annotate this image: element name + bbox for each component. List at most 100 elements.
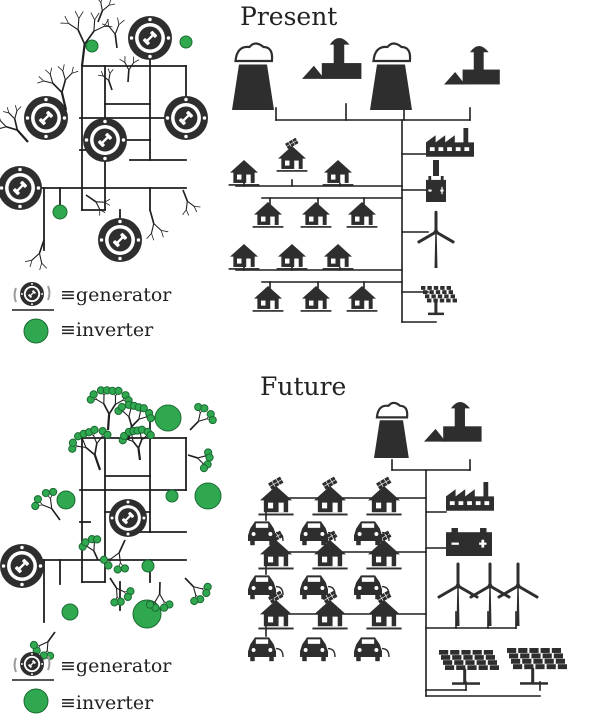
home-with-solar-icon — [366, 590, 402, 630]
small-inverter-icon — [93, 535, 102, 544]
small-inverter-icon — [90, 425, 99, 434]
nuclear-plant-icon — [374, 401, 409, 458]
wind-turbine-icon — [417, 210, 455, 268]
inverter-icon — [194, 482, 222, 510]
home-icon — [322, 244, 354, 270]
present-grid-wiring — [235, 103, 471, 323]
electric-car-icon — [300, 521, 336, 546]
load-branch — [146, 209, 169, 241]
small-inverter-icon — [81, 538, 90, 547]
home-with-solar-icon — [276, 137, 308, 172]
battery-terminal — [433, 160, 439, 176]
load-branch — [119, 56, 140, 83]
load-branch — [97, 0, 116, 23]
inverter-icon — [165, 489, 179, 503]
electric-car-icon — [354, 637, 390, 662]
small-inverter-icon — [31, 501, 40, 511]
nuclear-plant-icon — [232, 42, 274, 110]
electric-car-icon — [248, 637, 284, 662]
home-icon — [346, 202, 378, 228]
load-branch — [101, 17, 125, 49]
home-icon — [276, 244, 308, 270]
rotation-arrow-icon — [13, 657, 17, 673]
small-inverter-icon — [200, 404, 209, 413]
load-branch-with-inverters — [33, 631, 56, 657]
small-inverter-icon — [199, 464, 209, 473]
small-inverter-icon — [114, 386, 123, 395]
inverter-icon — [23, 318, 49, 344]
factory-icon — [426, 128, 474, 157]
load-branch — [37, 64, 79, 111]
inverter-icon — [23, 688, 49, 714]
generator-icon — [128, 16, 172, 60]
small-inverter-icon — [99, 555, 109, 564]
load-branch — [182, 189, 201, 216]
generator-icon — [98, 218, 142, 262]
electric-car-icon — [248, 521, 284, 546]
wind-turbine-icon — [437, 562, 479, 626]
small-inverter-icon — [159, 603, 169, 612]
inverter-icon — [56, 490, 76, 510]
future-legend — [12, 655, 54, 681]
generator-icon — [24, 96, 68, 140]
inverter-icon — [141, 559, 155, 573]
inverter-icon — [61, 603, 79, 621]
inverter-icon — [52, 204, 68, 220]
home-with-solar-icon — [258, 476, 294, 516]
electric-car-icon — [300, 575, 336, 600]
small-inverter-icon — [29, 640, 39, 650]
future-title: Future — [260, 372, 347, 401]
home-with-solar-icon — [366, 530, 402, 570]
home-with-solar-icon — [258, 590, 294, 630]
small-inverter-icon — [123, 592, 132, 602]
small-inverter-icon — [103, 430, 112, 439]
battery-icon — [426, 176, 446, 202]
small-inverter-icon — [205, 453, 214, 462]
wind-turbine-icon — [469, 562, 511, 626]
home-icon — [228, 160, 260, 186]
solar-panel-icon — [439, 650, 499, 685]
home-with-solar-icon — [366, 476, 402, 516]
inverter-icon — [85, 39, 99, 53]
rotation-arrow-icon — [47, 655, 51, 671]
present-legend — [12, 285, 54, 311]
small-inverter-icon — [120, 564, 130, 573]
coal-plant-icon — [424, 402, 482, 442]
load-branch — [60, 10, 113, 67]
future-legend-inverter-label: ≡inverter — [60, 692, 154, 714]
inverter-icon — [179, 35, 193, 49]
rotation-arrow-icon — [47, 285, 51, 301]
load-branch — [0, 105, 29, 143]
small-inverter-icon — [113, 565, 122, 574]
generator-icon — [0, 166, 42, 210]
small-inverter-icon — [139, 404, 148, 413]
small-inverter-icon — [104, 561, 113, 570]
future-legend-generator-label: ≡generator — [60, 655, 172, 677]
small-inverter-icon — [41, 488, 51, 498]
generator-icon — [83, 118, 127, 162]
factory-icon — [446, 482, 494, 511]
small-inverter-icon — [110, 598, 119, 607]
electric-car-icon — [300, 637, 336, 662]
coal-plant-icon — [302, 38, 362, 79]
electric-car-icon — [354, 575, 390, 600]
solar-panel-icon — [507, 648, 567, 685]
small-inverter-icon — [33, 495, 42, 504]
battery-icon — [446, 528, 492, 556]
electric-car-icon — [354, 521, 390, 546]
load-branch — [98, 68, 114, 91]
home-icon — [300, 286, 332, 312]
small-inverter-icon — [146, 431, 155, 440]
home-icon — [228, 244, 260, 270]
generator-icon — [164, 96, 208, 140]
small-inverter-icon — [117, 402, 127, 412]
home-icon — [252, 286, 284, 312]
small-inverter-icon — [202, 588, 211, 598]
inverter-icon — [154, 404, 182, 432]
wind-turbine-icon — [497, 562, 539, 626]
small-inverter-icon — [208, 415, 217, 425]
load-branch — [24, 239, 48, 271]
small-inverter-icon — [190, 596, 199, 606]
